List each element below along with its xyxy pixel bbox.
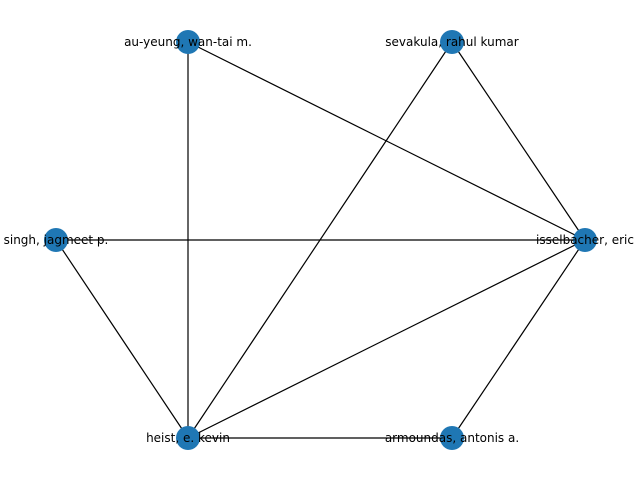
node-sev	[440, 30, 464, 54]
edges-layer	[55, 41, 586, 439]
node-label-heist: heist, e. kevin	[146, 431, 230, 445]
node-label-sev: sevakula, rahul kumar	[385, 35, 518, 49]
node-heist	[176, 426, 200, 450]
node-label-au: au-yeung, wan-tai m.	[124, 35, 252, 49]
node-arm	[440, 426, 464, 450]
node-singh	[44, 228, 68, 252]
edge-heist-iss	[187, 239, 586, 439]
edge-singh-heist	[55, 239, 189, 439]
edge-sev-iss	[451, 41, 586, 241]
node-label-iss: isselbacher, eric	[536, 233, 634, 247]
node-iss	[573, 228, 597, 252]
node-label-singh: singh, jagmeet p.	[4, 233, 109, 247]
nodes-layer	[44, 30, 597, 450]
node-au	[176, 30, 200, 54]
node-label-arm: armoundas, antonis a.	[385, 431, 519, 445]
labels-layer: au-yeung, wan-tai m. sevakula, rahul kuma…	[4, 35, 634, 445]
edge-arm-iss	[451, 239, 586, 439]
